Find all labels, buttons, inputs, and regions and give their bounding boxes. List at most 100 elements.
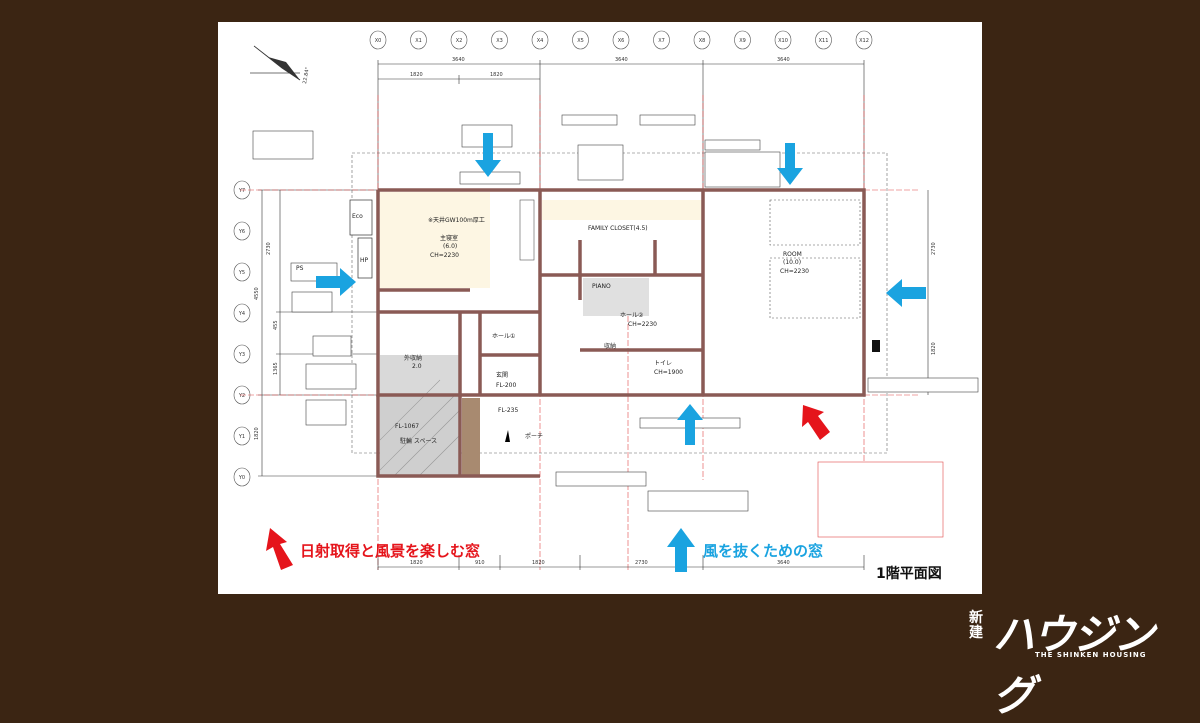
grid-column-marker: X1: [410, 30, 427, 50]
svg-text:X5: X5: [577, 38, 584, 44]
entrance-marker-icon: [505, 430, 510, 442]
svg-text:X4: X4: [537, 38, 544, 44]
grid-column-marker: X9: [734, 30, 751, 50]
wind-arrow-icon: [886, 279, 926, 307]
svg-text:Y4: Y4: [238, 311, 245, 317]
svg-text:Y7: Y7: [238, 188, 245, 194]
drawing-title: 1階平面図: [876, 565, 942, 582]
svg-text:X6: X6: [618, 38, 625, 44]
svg-text:ホール①: ホール①: [492, 333, 515, 340]
svg-text:X9: X9: [739, 38, 746, 44]
svg-text:CH=2230: CH=2230: [780, 268, 809, 275]
svg-text:CH=2230: CH=2230: [628, 321, 657, 328]
grid-row-marker: Y5: [233, 262, 251, 282]
svg-text:Y6: Y6: [238, 229, 245, 235]
brand-logo: 新建 ハウジング THE SHINKEN HOUSING: [969, 610, 1155, 720]
wind-window-legend: 風を抜くための窓: [703, 542, 823, 560]
svg-text:ROOM: ROOM: [783, 251, 802, 258]
wind-arrow-icon: [316, 268, 356, 296]
svg-text:トイレ: トイレ: [654, 360, 672, 367]
svg-text:1820: 1820: [490, 72, 503, 78]
svg-text:PIANO: PIANO: [592, 283, 611, 290]
svg-text:Y1: Y1: [238, 434, 245, 440]
grid-column-marker: X12: [855, 30, 873, 50]
svg-text:FL-235: FL-235: [498, 407, 518, 414]
north-arrow-icon: 22.84°: [250, 45, 311, 84]
grid-column-marker: X7: [653, 30, 670, 50]
grid-row-marker: Y6: [233, 221, 251, 241]
wind-arrow-icon: [677, 404, 703, 445]
legend-sun-arrow-icon: [266, 528, 293, 570]
svg-text:X2: X2: [456, 38, 463, 44]
svg-text:PS: PS: [296, 265, 304, 272]
svg-text:3640: 3640: [452, 57, 465, 63]
wind-arrow-icon: [475, 133, 501, 177]
svg-text:X12: X12: [859, 38, 869, 44]
svg-text:Y2: Y2: [238, 393, 245, 399]
grid-column-marker: X6: [612, 30, 630, 50]
svg-text:1820: 1820: [410, 560, 423, 566]
svg-text:3640: 3640: [615, 57, 628, 63]
sun-window-legend: 日射取得と風景を楽しむ窓: [300, 542, 480, 560]
svg-text:(10.0): (10.0): [783, 259, 801, 266]
svg-text:Y0: Y0: [238, 475, 245, 481]
svg-text:2730: 2730: [266, 242, 272, 255]
svg-text:1820: 1820: [532, 560, 545, 566]
grid-column-marker: X3: [491, 30, 508, 50]
grid-row-marker: Y1: [233, 426, 251, 446]
svg-text:X1: X1: [415, 38, 422, 44]
svg-text:収納: 収納: [604, 342, 616, 350]
svg-text:ポーチ: ポーチ: [525, 432, 543, 440]
svg-text:3640: 3640: [777, 57, 790, 63]
grid-column-marker: X10: [774, 30, 792, 50]
grid-column-marker: X11: [815, 30, 832, 50]
walls: [376, 188, 866, 478]
svg-text:X10: X10: [778, 38, 788, 44]
grid-column-marker: X5: [572, 30, 589, 50]
annotation-boxes: [252, 114, 979, 538]
svg-text:2.0: 2.0: [412, 363, 422, 370]
svg-text:外収納: 外収納: [404, 354, 422, 362]
svg-text:X0: X0: [375, 38, 382, 44]
svg-text:FL-200: FL-200: [496, 382, 516, 389]
grid-row-marker: Y0: [233, 467, 251, 487]
svg-text:3640: 3640: [777, 560, 790, 566]
svg-text:X8: X8: [699, 38, 706, 44]
svg-text:22.84°: 22.84°: [302, 66, 311, 84]
svg-text:駐輪 スペース: 駐輪 スペース: [400, 437, 437, 445]
grid-column-markers: X0 X1 X2 X3 X4 X5 X6 X7 X8 X9 X10 X11 X12: [369, 30, 873, 50]
bike-hatching: [379, 379, 461, 476]
svg-text:CH=2230: CH=2230: [430, 252, 459, 259]
grid-column-marker: X4: [531, 30, 549, 50]
svg-text:※天井GW100m厚工: ※天井GW100m厚工: [428, 216, 485, 224]
legend-wind-arrow-icon: [667, 528, 695, 572]
svg-text:主寝室: 主寝室: [440, 234, 458, 242]
svg-text:ホール②: ホール②: [620, 312, 644, 319]
grid-row-marker: Y4: [233, 303, 251, 323]
svg-text:X11: X11: [819, 38, 829, 44]
wind-arrow-icon: [777, 143, 803, 185]
svg-text:455: 455: [273, 320, 279, 330]
sun-arrow-icon: [802, 405, 830, 440]
grid-column-marker: X8: [693, 30, 711, 50]
grid-column-marker: X0: [369, 30, 387, 50]
master-bedroom-floor: [380, 192, 490, 288]
svg-text:X7: X7: [658, 38, 665, 44]
bike-space-floor: [380, 395, 460, 475]
svg-text:910: 910: [475, 560, 485, 566]
svg-text:FL-1067: FL-1067: [395, 423, 419, 430]
svg-text:4550: 4550: [254, 287, 260, 300]
svg-text:2730: 2730: [635, 560, 648, 566]
svg-text:X3: X3: [496, 38, 503, 44]
svg-text:2730: 2730: [931, 242, 937, 255]
svg-text:CH=1900: CH=1900: [654, 369, 683, 376]
grid-column-marker: X2: [450, 30, 468, 50]
wind-window-arrows: [316, 133, 926, 572]
bottom-dimensions: [377, 555, 865, 570]
svg-text:1365: 1365: [273, 362, 279, 375]
grid-row-marker: Y3: [233, 344, 251, 364]
svg-text:HP: HP: [360, 257, 369, 264]
